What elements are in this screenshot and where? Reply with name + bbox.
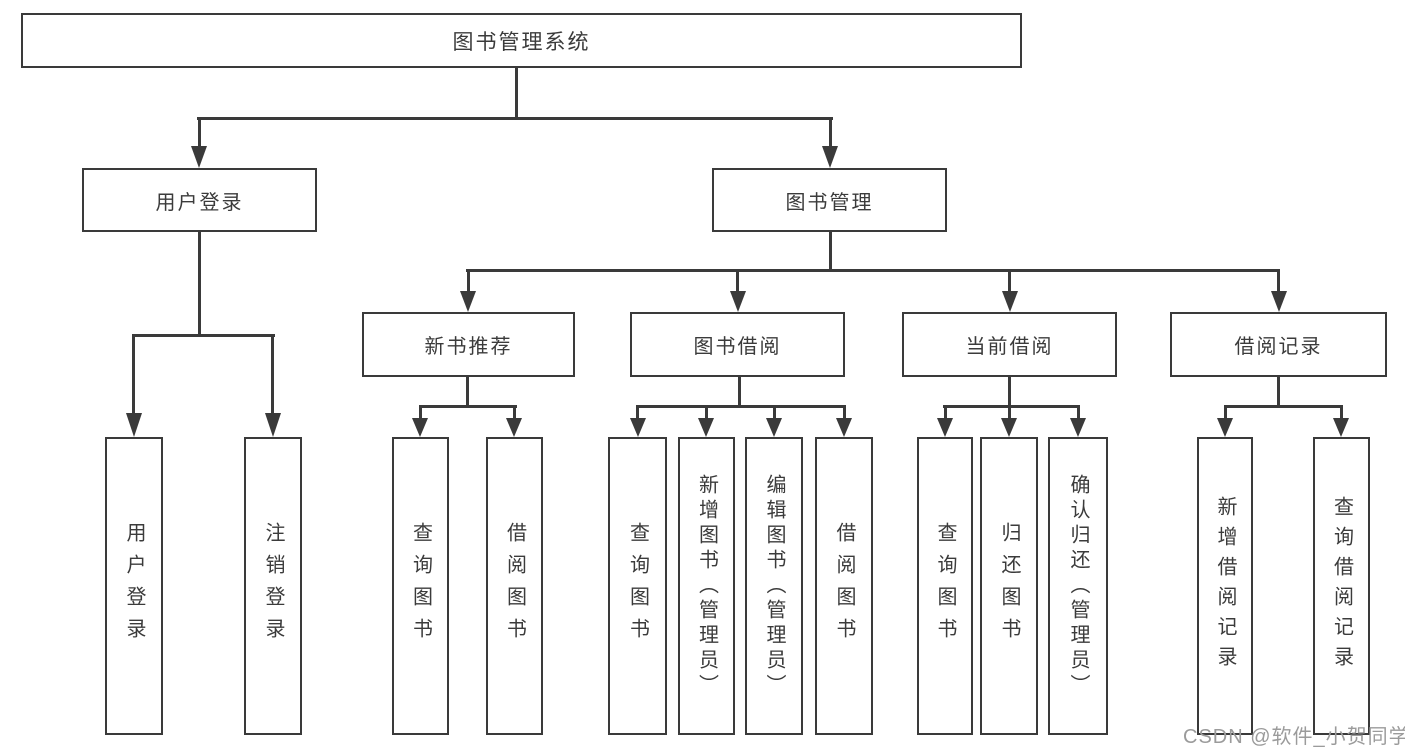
connector-vline bbox=[198, 232, 201, 337]
arrowhead-down-icon bbox=[937, 418, 953, 437]
leaf-label: 编辑图书（管理员） bbox=[763, 473, 785, 699]
connector-vline bbox=[1277, 377, 1280, 408]
arrowhead-down-icon bbox=[630, 418, 646, 437]
arrowhead-down-icon bbox=[1333, 418, 1349, 437]
arrowhead-down-icon bbox=[412, 418, 428, 437]
connector-vline bbox=[1277, 271, 1280, 293]
node-borrow-records: 借阅记录 bbox=[1170, 312, 1387, 377]
arrowhead-down-icon bbox=[1271, 291, 1287, 312]
leaf-current-confirm-return-admin: 确认归还（管理员） bbox=[1048, 437, 1108, 735]
arrowhead-down-icon bbox=[766, 418, 782, 437]
connector-vline bbox=[773, 408, 776, 420]
leaf-label: 查询图书 bbox=[934, 522, 956, 650]
node-new-book-recommend: 新书推荐 bbox=[362, 312, 575, 377]
arrowhead-down-icon bbox=[191, 146, 207, 168]
leaf-label: 借阅图书 bbox=[503, 522, 526, 650]
connector-vline bbox=[829, 119, 832, 148]
arrowhead-down-icon bbox=[126, 413, 142, 437]
arrowhead-down-icon bbox=[1002, 291, 1018, 312]
leaf-borrow-query-books: 查询图书 bbox=[608, 437, 667, 735]
arrowhead-down-icon bbox=[1070, 418, 1086, 437]
connector-vline bbox=[1008, 377, 1011, 408]
leaf-current-return-books: 归还图书 bbox=[980, 437, 1038, 735]
connector-vline bbox=[736, 271, 739, 293]
leaf-label: 查询借阅记录 bbox=[1330, 496, 1353, 676]
connector-hline bbox=[466, 269, 1280, 272]
node-book-borrow: 图书借阅 bbox=[630, 312, 845, 377]
connector-vline bbox=[944, 408, 947, 420]
leaf-current-query-books: 查询图书 bbox=[917, 437, 973, 735]
connector-hline bbox=[132, 334, 275, 337]
leaf-label: 用户登录 bbox=[123, 522, 145, 650]
node-root-system: 图书管理系统 bbox=[21, 13, 1022, 68]
arrowhead-down-icon bbox=[836, 418, 852, 437]
leaf-records-query-record: 查询借阅记录 bbox=[1313, 437, 1370, 735]
arrowhead-down-icon bbox=[730, 291, 746, 312]
connector-vline bbox=[1340, 408, 1343, 420]
leaf-label: 注销登录 bbox=[262, 522, 284, 650]
arrowhead-down-icon bbox=[1001, 418, 1017, 437]
connector-vline bbox=[513, 408, 516, 420]
leaf-records-add-record: 新增借阅记录 bbox=[1197, 437, 1253, 735]
connector-vline bbox=[1224, 408, 1227, 420]
leaf-borrow-add-books-admin: 新增图书（管理员） bbox=[678, 437, 735, 735]
connector-vline bbox=[466, 377, 469, 408]
connector-hline bbox=[943, 405, 1080, 408]
connector-vline bbox=[705, 408, 708, 420]
node-current-borrow: 当前借阅 bbox=[902, 312, 1117, 377]
leaf-label: 确认归还（管理员） bbox=[1067, 473, 1089, 699]
arrowhead-down-icon bbox=[698, 418, 714, 437]
arrowhead-down-icon bbox=[506, 418, 522, 437]
leaf-label: 归还图书 bbox=[998, 522, 1020, 650]
leaf-label: 查询图书 bbox=[409, 522, 432, 650]
leaf-label: 借阅图书 bbox=[833, 522, 855, 650]
connector-vline bbox=[271, 336, 274, 414]
leaf-borrow-edit-books-admin: 编辑图书（管理员） bbox=[745, 437, 803, 735]
connector-vline bbox=[829, 232, 832, 272]
connector-hline bbox=[636, 405, 846, 408]
arrowhead-down-icon bbox=[822, 146, 838, 168]
leaf-borrow-borrow-books: 借阅图书 bbox=[815, 437, 873, 735]
connector-vline bbox=[467, 271, 470, 293]
leaf-label: 新增图书（管理员） bbox=[695, 473, 718, 699]
connector-vline bbox=[132, 336, 135, 414]
connector-vline bbox=[1077, 408, 1080, 420]
connector-hline bbox=[1224, 405, 1343, 408]
connector-hline bbox=[197, 117, 833, 120]
node-book-management: 图书管理 bbox=[712, 168, 947, 232]
leaf-user-login: 用户登录 bbox=[105, 437, 163, 735]
connector-vline bbox=[419, 408, 422, 420]
leaf-label: 新增借阅记录 bbox=[1214, 496, 1236, 676]
node-user-login: 用户登录 bbox=[82, 168, 317, 232]
connector-vline bbox=[1008, 271, 1011, 293]
leaf-label: 查询图书 bbox=[626, 522, 649, 650]
connector-vline bbox=[515, 68, 518, 120]
leaf-recommend-borrow-books: 借阅图书 bbox=[486, 437, 543, 735]
connector-vline bbox=[843, 408, 846, 420]
connector-vline bbox=[1008, 408, 1011, 420]
leaf-logout: 注销登录 bbox=[244, 437, 302, 735]
connector-vline bbox=[636, 408, 639, 420]
watermark: CSDN @软件_小贺同学 bbox=[1183, 726, 1405, 747]
connector-vline bbox=[738, 377, 741, 408]
arrowhead-down-icon bbox=[1217, 418, 1233, 437]
arrowhead-down-icon bbox=[460, 291, 476, 312]
connector-vline bbox=[198, 119, 201, 148]
connector-hline bbox=[419, 405, 517, 408]
leaf-recommend-query-books: 查询图书 bbox=[392, 437, 449, 735]
arrowhead-down-icon bbox=[265, 413, 281, 437]
